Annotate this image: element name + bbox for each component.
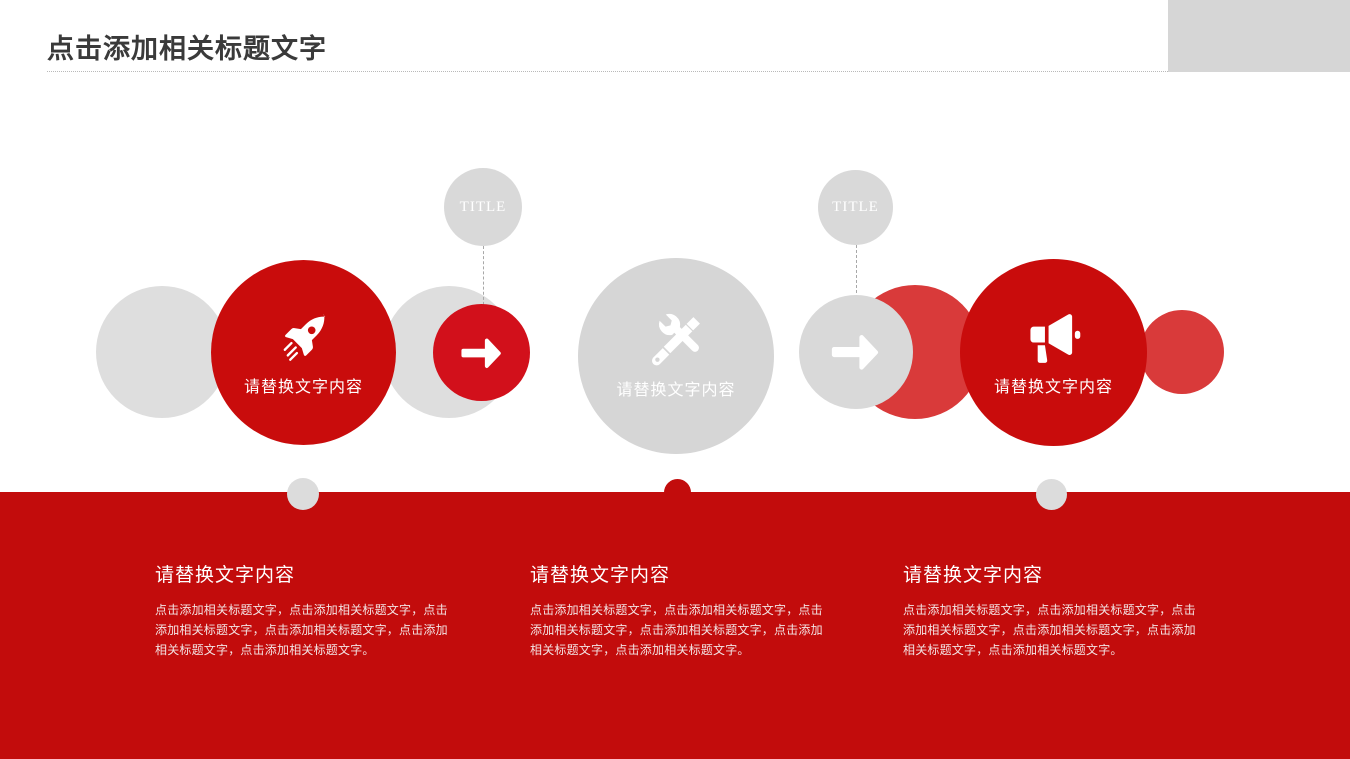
title-bubble-label: TITLE xyxy=(459,198,507,215)
title-bubble-label: TITLE xyxy=(832,199,879,215)
column-body: 点击添加相关标题文字，点击添加相关标题文字，点击添加相关标题文字，点击添加相关标… xyxy=(903,603,1196,657)
text-column-3: 请替换文字内容 点击添加相关标题文字，点击添加相关标题文字，点击添加相关标题文字… xyxy=(903,560,1203,660)
column-body: 点击添加相关标题文字，点击添加相关标题文字，点击添加相关标题文字，点击添加相关标… xyxy=(155,603,448,657)
column-body: 点击添加相关标题文字，点击添加相关标题文字，点击添加相关标题文字，点击添加相关标… xyxy=(530,603,823,657)
megaphone-icon xyxy=(1025,309,1083,367)
connector-arrow-2[interactable] xyxy=(799,295,913,409)
diagram-area: TITLE TITLE 请替换文字内容 xyxy=(96,168,1224,454)
title-bubble-2[interactable]: TITLE xyxy=(818,170,893,245)
decor-circle-right xyxy=(1140,310,1224,394)
node-circle-1[interactable]: 请替换文字内容 xyxy=(211,260,396,445)
node-caption: 请替换文字内容 xyxy=(243,378,363,396)
edge-dot-1 xyxy=(287,478,319,510)
node-circle-3[interactable]: 请替换文字内容 xyxy=(960,259,1147,446)
tools-icon xyxy=(647,312,705,370)
edge-dot-3 xyxy=(1036,479,1067,510)
column-heading: 请替换文字内容 xyxy=(903,565,1044,586)
header-decoration-block xyxy=(1168,0,1350,72)
title-bubble-1[interactable]: TITLE xyxy=(444,168,522,246)
leader-line-2 xyxy=(856,245,857,303)
decor-circle-left xyxy=(96,286,228,418)
text-column-1: 请替换文字内容 点击添加相关标题文字，点击添加相关标题文字，点击添加相关标题文字… xyxy=(155,560,455,660)
arrow-right-icon xyxy=(829,325,883,379)
page-title: 点击添加相关标题文字 xyxy=(47,34,327,64)
title-divider xyxy=(47,71,1168,72)
leader-line-1 xyxy=(483,246,484,310)
connector-arrow-1[interactable] xyxy=(433,304,530,401)
node-caption: 请替换文字内容 xyxy=(616,382,736,399)
bottom-red-panel xyxy=(0,492,1350,759)
column-heading: 请替换文字内容 xyxy=(155,565,296,586)
column-heading: 请替换文字内容 xyxy=(530,565,671,586)
arrow-right-icon xyxy=(459,330,505,376)
node-caption: 请替换文字内容 xyxy=(993,378,1113,396)
rocket-icon xyxy=(275,309,333,367)
text-column-2: 请替换文字内容 点击添加相关标题文字，点击添加相关标题文字，点击添加相关标题文字… xyxy=(530,560,830,660)
node-circle-2[interactable]: 请替换文字内容 xyxy=(578,258,774,454)
edge-dot-2 xyxy=(664,479,691,506)
